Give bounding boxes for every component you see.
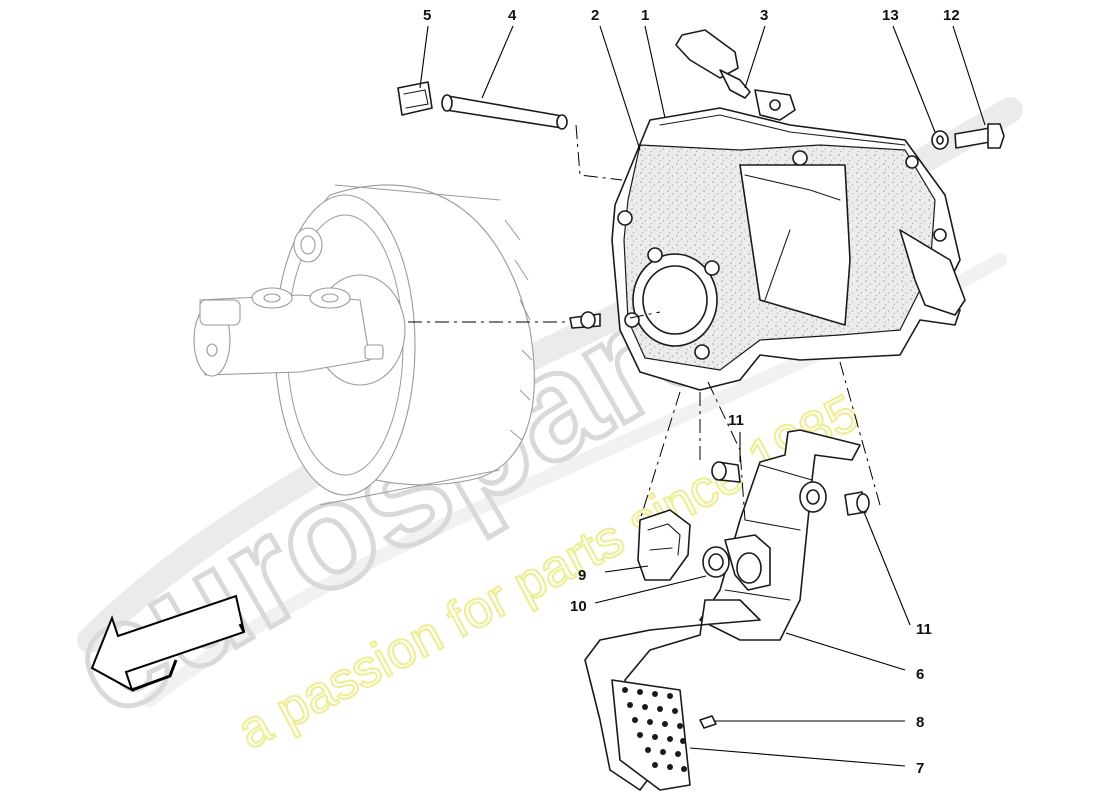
callout-8: 8 xyxy=(916,714,924,731)
pedal-box-housing xyxy=(611,107,966,391)
callout-5: 5 xyxy=(423,7,431,24)
callout-4: 4 xyxy=(508,7,517,24)
callout-7: 7 xyxy=(916,760,924,777)
retaining-clip xyxy=(397,81,433,116)
callout-10: 10 xyxy=(570,598,587,615)
callout-11-right: 11 xyxy=(916,621,932,638)
brake-light-switch xyxy=(675,29,796,121)
mounting-bolt xyxy=(954,123,1005,149)
pedal-pad xyxy=(611,679,691,791)
spacer-bushing-right xyxy=(844,491,870,516)
callout-6: 6 xyxy=(916,666,924,683)
callout-3: 3 xyxy=(760,7,768,24)
leader-lines xyxy=(419,25,986,767)
booster-stud xyxy=(569,311,601,329)
front-direction-arrow-icon xyxy=(90,594,246,693)
pivot-bushing xyxy=(702,546,730,578)
callout-2: 2 xyxy=(591,7,599,24)
callout-13: 13 xyxy=(882,7,899,24)
pushrod-clevis-clip xyxy=(637,509,691,581)
flat-washer xyxy=(931,130,949,150)
master-cylinder xyxy=(193,287,384,377)
pedal-pivot-pin xyxy=(441,94,568,130)
callout-1: 1 xyxy=(641,7,649,24)
callout-9: 9 xyxy=(578,567,586,584)
pad-screw xyxy=(699,715,717,729)
callout-12: 12 xyxy=(943,7,960,24)
callout-labels: 1 2 3 4 5 6 7 8 9 10 11 11 12 13 xyxy=(423,7,960,777)
spacer-bushing-left xyxy=(711,461,741,483)
callout-11-top: 11 xyxy=(728,412,744,429)
